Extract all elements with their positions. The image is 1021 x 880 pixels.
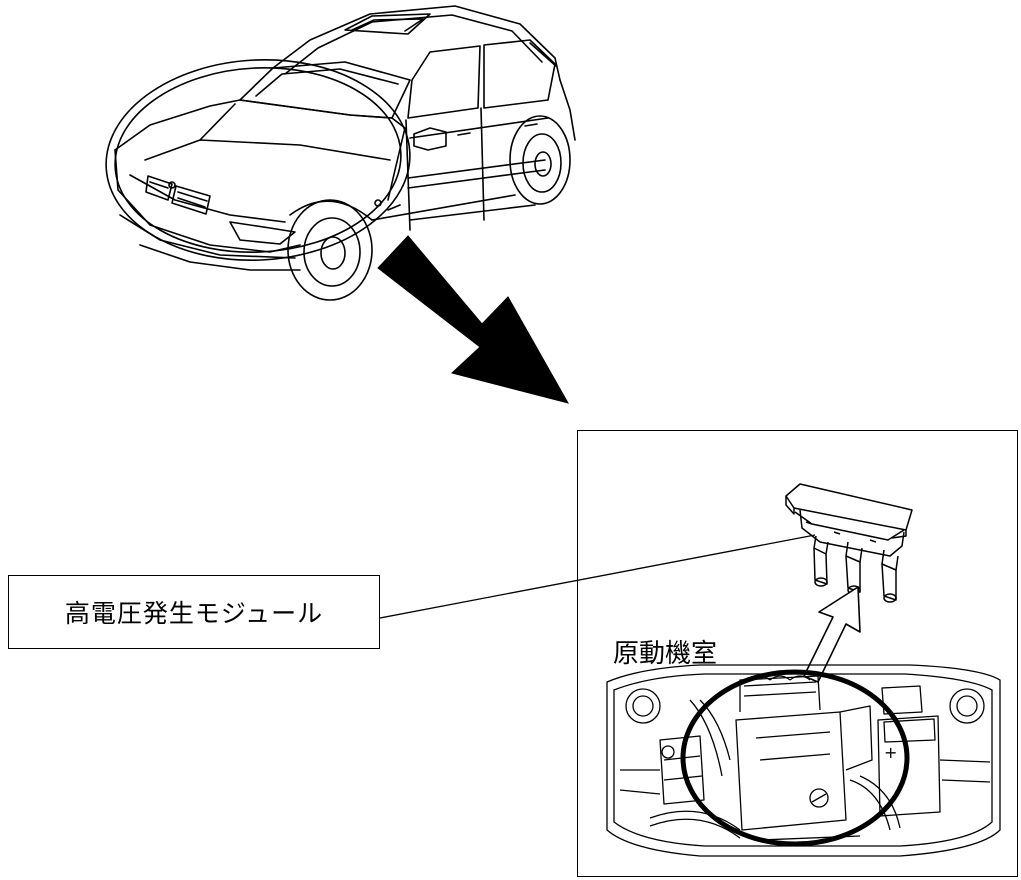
car-illustration <box>114 5 576 301</box>
leader-line <box>379 534 816 619</box>
ignition-module-illustration <box>785 483 913 603</box>
region-label: 原動機室 <box>613 639 718 669</box>
callout-label: 高電圧発生モジュール <box>64 599 324 628</box>
engine-bay-illustration: + <box>606 664 1001 857</box>
large-direction-arrow-icon <box>377 235 570 404</box>
car-front-highlight <box>105 59 411 261</box>
hollow-direction-arrow-icon <box>803 586 861 683</box>
engine-highlight-ellipse <box>680 669 910 847</box>
callout-label-box: 高電圧発生モジュール <box>8 575 380 649</box>
svg-text:+: + <box>884 743 897 762</box>
